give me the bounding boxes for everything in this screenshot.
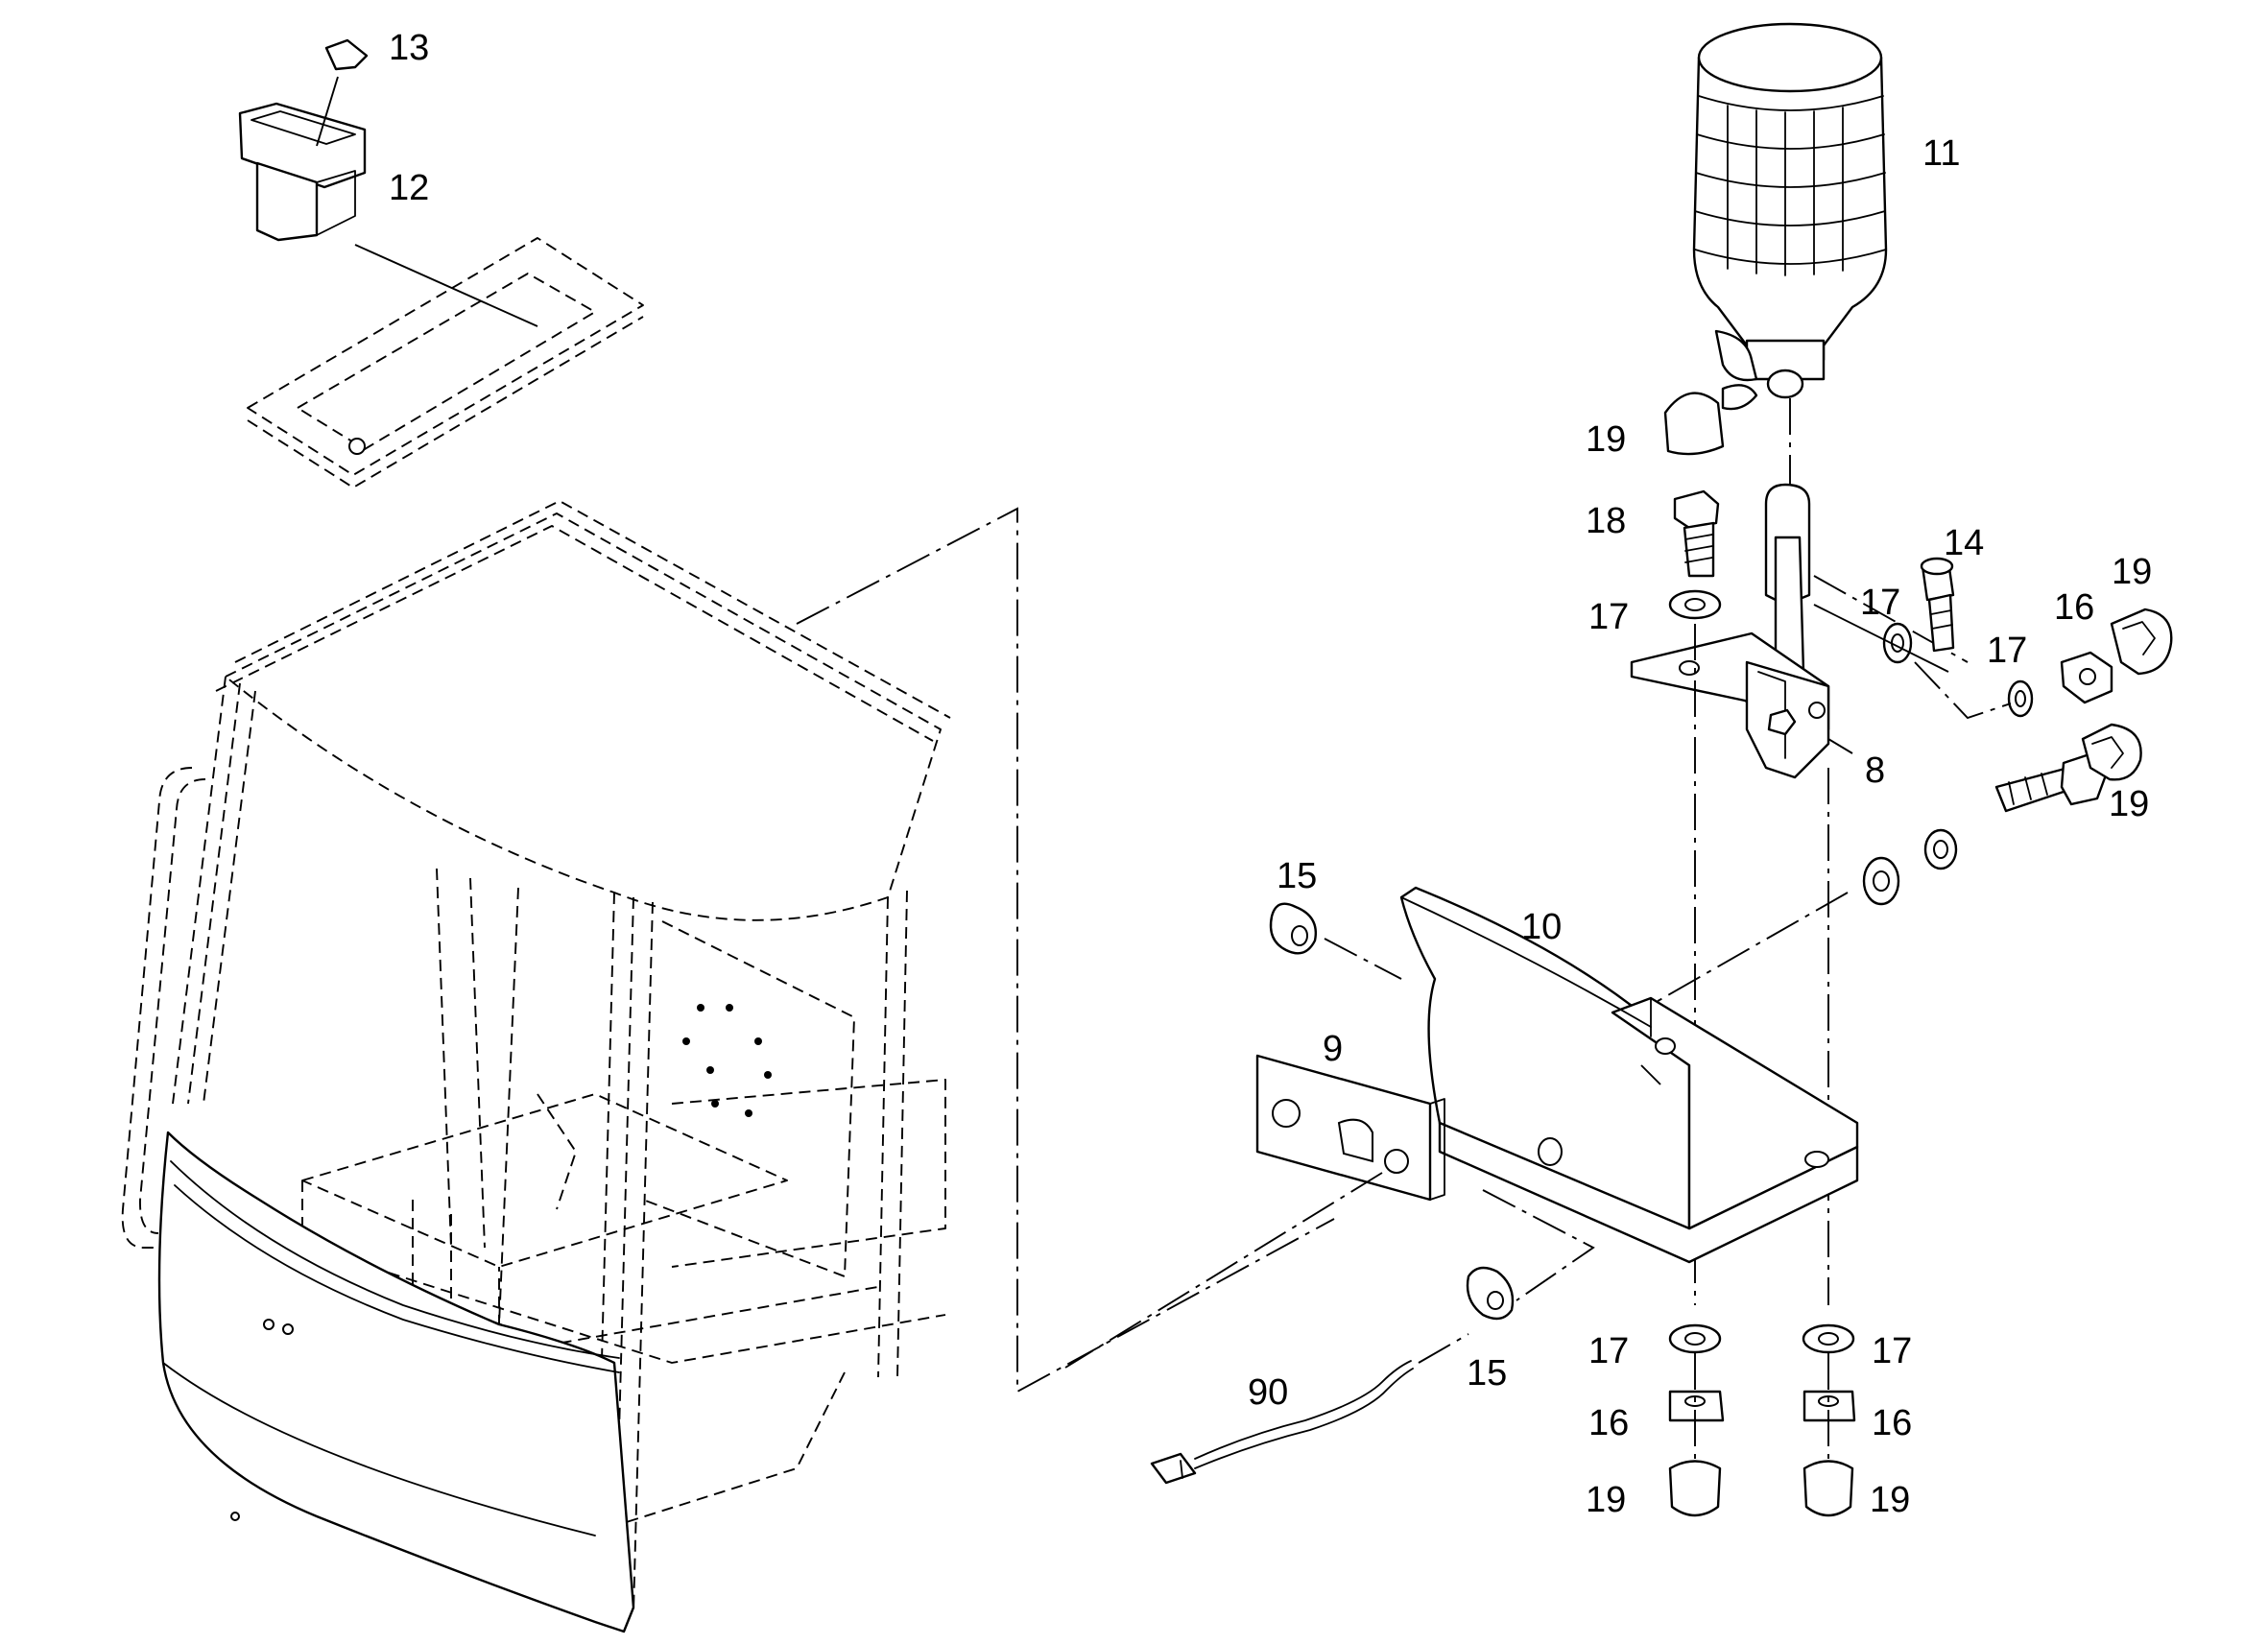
cable-harness-90 bbox=[1150, 1360, 1414, 1485]
socket-screw-14 bbox=[1920, 557, 1955, 653]
callout-16-right: 16 bbox=[2054, 587, 2094, 628]
callout-17-low-left: 17 bbox=[1588, 1331, 1629, 1371]
callout-10: 10 bbox=[1521, 907, 1562, 947]
callout-17-a: 17 bbox=[1588, 597, 1629, 637]
washer-pair bbox=[1862, 828, 1958, 906]
callout-11: 11 bbox=[1922, 133, 1960, 174]
mounting-bracket bbox=[1630, 483, 1830, 779]
washer-17-upper bbox=[1668, 589, 1722, 620]
washer-17-right bbox=[2007, 679, 2034, 718]
callout-15-bottom: 15 bbox=[1467, 1353, 1507, 1394]
callout-19-right: 19 bbox=[2112, 552, 2152, 592]
callout-17-c: 17 bbox=[1987, 631, 2027, 671]
cap-nut-19-right bbox=[2110, 608, 2173, 676]
washer-17-bracket bbox=[1882, 622, 1913, 664]
callout-14: 14 bbox=[1944, 523, 1984, 563]
clamp-plate-9 bbox=[1255, 1054, 1445, 1202]
cab-frame-outline bbox=[121, 500, 951, 1633]
callout-17-low-right: 17 bbox=[1872, 1331, 1912, 1371]
lower-left-hardware bbox=[1668, 1323, 1725, 1517]
lower-right-hardware bbox=[1802, 1323, 1856, 1517]
callout-90: 90 bbox=[1248, 1372, 1288, 1413]
cap-nut-19-top bbox=[1663, 392, 1725, 456]
callout-16-low-right: 16 bbox=[1872, 1403, 1912, 1443]
mounting-bracket-10 bbox=[1399, 886, 1859, 1264]
callout-15-top: 15 bbox=[1277, 856, 1317, 896]
callout-9: 9 bbox=[1323, 1029, 1343, 1069]
rocker-switch bbox=[238, 102, 367, 242]
callout-17-b: 17 bbox=[1860, 583, 1900, 623]
switch-cap bbox=[324, 38, 369, 71]
switch-mounting-plate bbox=[247, 237, 644, 488]
hex-nut-16-right bbox=[2060, 651, 2113, 704]
callout-18: 18 bbox=[1586, 501, 1626, 541]
callout-8: 8 bbox=[1865, 751, 1885, 791]
callout-19-low-left: 19 bbox=[1586, 1480, 1626, 1520]
vent-dots bbox=[682, 1004, 772, 1117]
callout-19-low-right: 19 bbox=[1870, 1480, 1910, 1520]
callout-13: 13 bbox=[389, 28, 429, 68]
grommet-15-top bbox=[1269, 902, 1317, 955]
hex-bolt-18 bbox=[1673, 489, 1720, 578]
cap-nut-19-mid bbox=[2081, 723, 2142, 781]
beacon-lamp bbox=[1692, 22, 1888, 411]
callout-12: 12 bbox=[389, 168, 429, 208]
callout-19-mid: 19 bbox=[2109, 784, 2149, 824]
grommet-15-bottom bbox=[1466, 1266, 1515, 1321]
callout-16-low-left: 16 bbox=[1588, 1403, 1629, 1443]
callout-19-top: 19 bbox=[1586, 419, 1626, 460]
